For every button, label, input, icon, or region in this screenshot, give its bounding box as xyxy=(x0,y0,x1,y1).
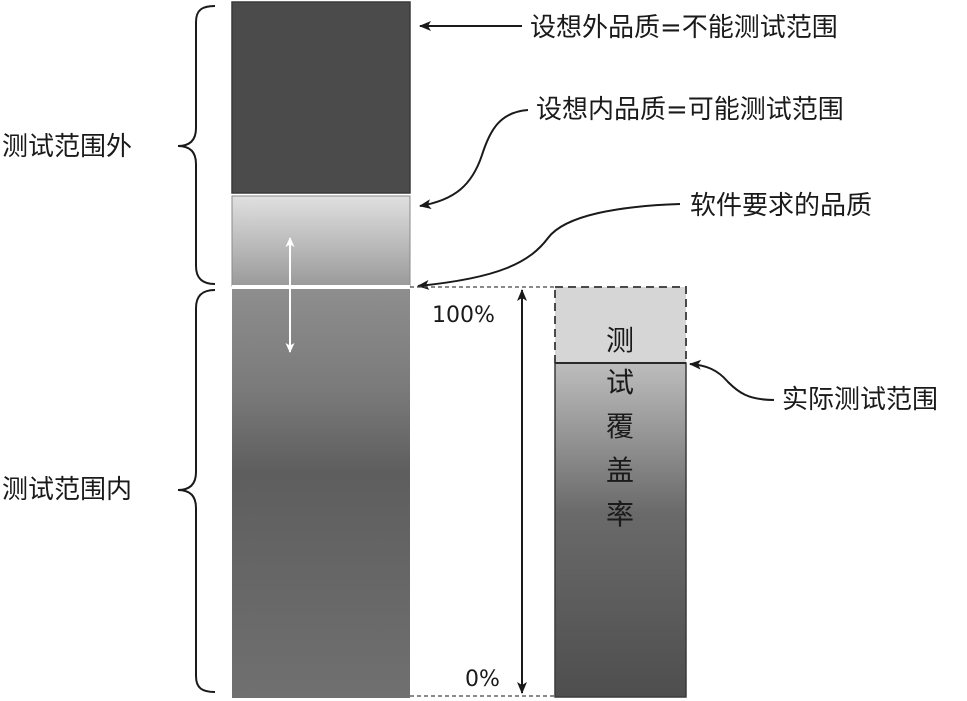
arrow-expected-quality xyxy=(419,109,529,210)
coverage-column: 测 试 覆 盖 率 xyxy=(554,286,687,698)
label-expected-quality: 设想内品质=可能测试范围 xyxy=(536,95,844,125)
brace-out-of-scope xyxy=(177,5,216,285)
coverage-char-4: 盖 xyxy=(606,454,634,487)
label-pct-top: 100% xyxy=(432,303,495,328)
coverage-untested-block xyxy=(554,286,687,364)
label-unexpected-quality: 设想外品质=不能测试范围 xyxy=(530,13,838,43)
arrow-required-quality xyxy=(417,203,681,290)
coverage-char-1: 测 xyxy=(606,324,634,357)
coverage-char-3: 覆 xyxy=(606,410,634,443)
arrow-actual-test-range xyxy=(689,359,775,401)
unexpected-quality-block xyxy=(231,1,411,194)
brace-in-scope xyxy=(177,289,216,693)
label-in-scope: 测试范围内 xyxy=(2,475,132,505)
label-required-quality: 软件要求的品质 xyxy=(690,191,872,221)
coverage-char-2: 试 xyxy=(606,366,634,399)
in-scope-block xyxy=(232,288,410,698)
main-column xyxy=(231,1,411,698)
expected-quality-block xyxy=(231,195,411,287)
label-pct-bottom: 0% xyxy=(465,667,500,692)
coverage-tested-block xyxy=(554,362,687,698)
coverage-char-5: 率 xyxy=(606,498,634,531)
label-out-of-scope: 测试范围外 xyxy=(2,132,132,162)
label-actual-test-range: 实际测试范围 xyxy=(782,385,938,415)
